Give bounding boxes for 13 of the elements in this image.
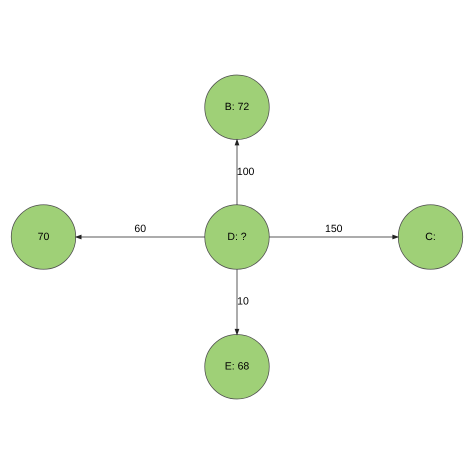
edge-label: 10 bbox=[237, 296, 249, 308]
node-circle: B: 72 bbox=[204, 74, 270, 140]
edge-label: 60 bbox=[134, 222, 146, 235]
node-circle: 70 bbox=[10, 204, 76, 270]
arrow bbox=[269, 234, 400, 240]
node-circle: D: ? bbox=[204, 204, 270, 270]
edge-label: 100 bbox=[236, 166, 254, 178]
arrow bbox=[234, 269, 240, 336]
arrow bbox=[234, 138, 240, 206]
edge-label: 150 bbox=[324, 222, 343, 235]
arrow bbox=[74, 234, 205, 240]
node-circle: C: bbox=[398, 204, 464, 270]
node-circle: E: 68 bbox=[204, 334, 270, 400]
